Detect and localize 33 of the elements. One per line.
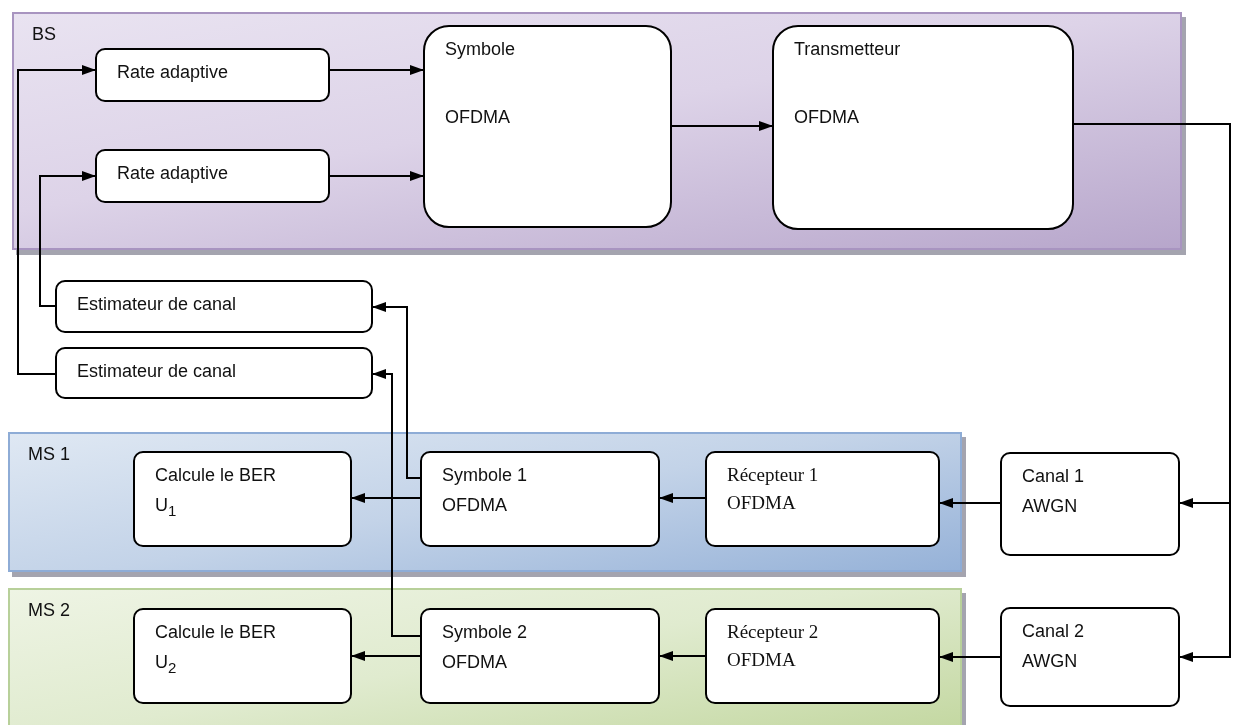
arrow [939,652,1001,662]
arrow [39,171,96,307]
station-band [12,12,1182,250]
process-box: Symbole OFDMA [423,25,672,228]
terminal-band [8,432,962,572]
arrow [671,121,773,131]
arrow [351,651,421,661]
process-box: Récepteur 2 OFDMA [705,608,940,704]
arrow [939,498,1001,508]
arrow [372,302,421,479]
process-box: Canal 2 AWGN [1000,607,1180,707]
arrow [351,493,421,503]
process-box: Symbole 2 OFDMA [420,608,660,704]
arrow [659,493,706,503]
process-box: Calcule le BER U$_{2}$ [133,608,352,704]
group-label: MS 1 [28,444,70,465]
arrow [329,171,424,181]
process-box: Estimateur de canal [55,347,373,399]
arrow [17,65,96,375]
process-box: Calcule le BER U$_{1}$ [133,451,352,547]
process-box: Symbole 1 OFDMA [420,451,660,547]
process-box: Récepteur 1 OFDMA [705,451,940,547]
group-label: BS [32,24,56,45]
arrow [372,369,421,637]
process-box: Canal 1 AWGN [1000,452,1180,556]
process-box: Rate adaptive [95,149,330,203]
process-box: Transmetteur OFDMA [772,25,1074,230]
process-box: Rate adaptive [95,48,330,102]
arrow [329,65,424,75]
terminal-band [8,588,962,725]
group-label: MS 2 [28,600,70,621]
process-box: Estimateur de canal [55,280,373,333]
arrow [659,651,706,661]
